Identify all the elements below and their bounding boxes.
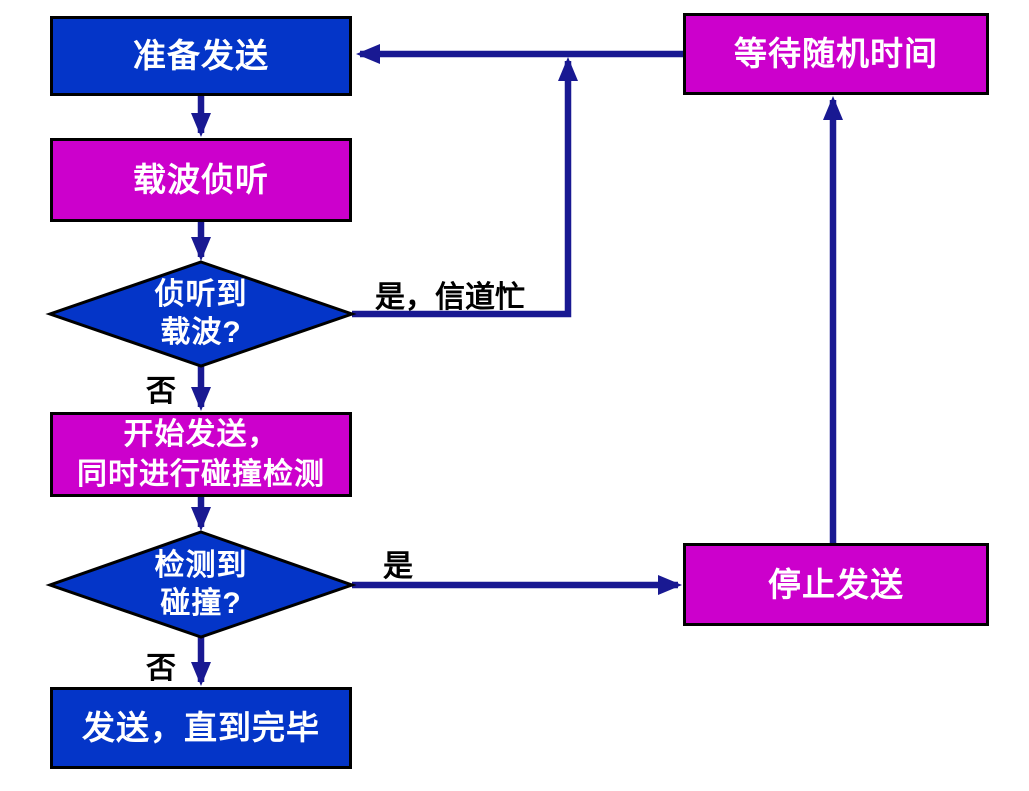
decision-collision-detected-label: 检测到 碰撞? [154,549,248,620]
decision-collision-detected-shape [45,530,357,639]
edge-label-yes-collision: 是 [383,550,413,583]
node-carrier-sense: 载波侦听 [50,138,352,222]
node-prepare-send: 准备发送 [50,16,352,96]
connector-carrier-busy-feedback [352,57,578,318]
edge-label-no-collision: 否 [146,652,176,685]
decision-carrier-detected-label: 侦听到 载波? [154,278,248,349]
node-send-until-done: 发送，直到完毕 [50,687,352,769]
node-stop-send: 停止发送 [683,543,989,626]
edge-label-no-carrier: 否 [146,375,176,408]
decision-carrier-detected-shape [45,260,357,368]
node-start-send-collision-detect: 开始发送， 同时进行碰撞检测 [50,412,352,497]
edge-label-yes-channel-busy: 是，信道忙 [375,281,525,314]
node-wait-random-time: 等待随机时间 [683,13,989,95]
